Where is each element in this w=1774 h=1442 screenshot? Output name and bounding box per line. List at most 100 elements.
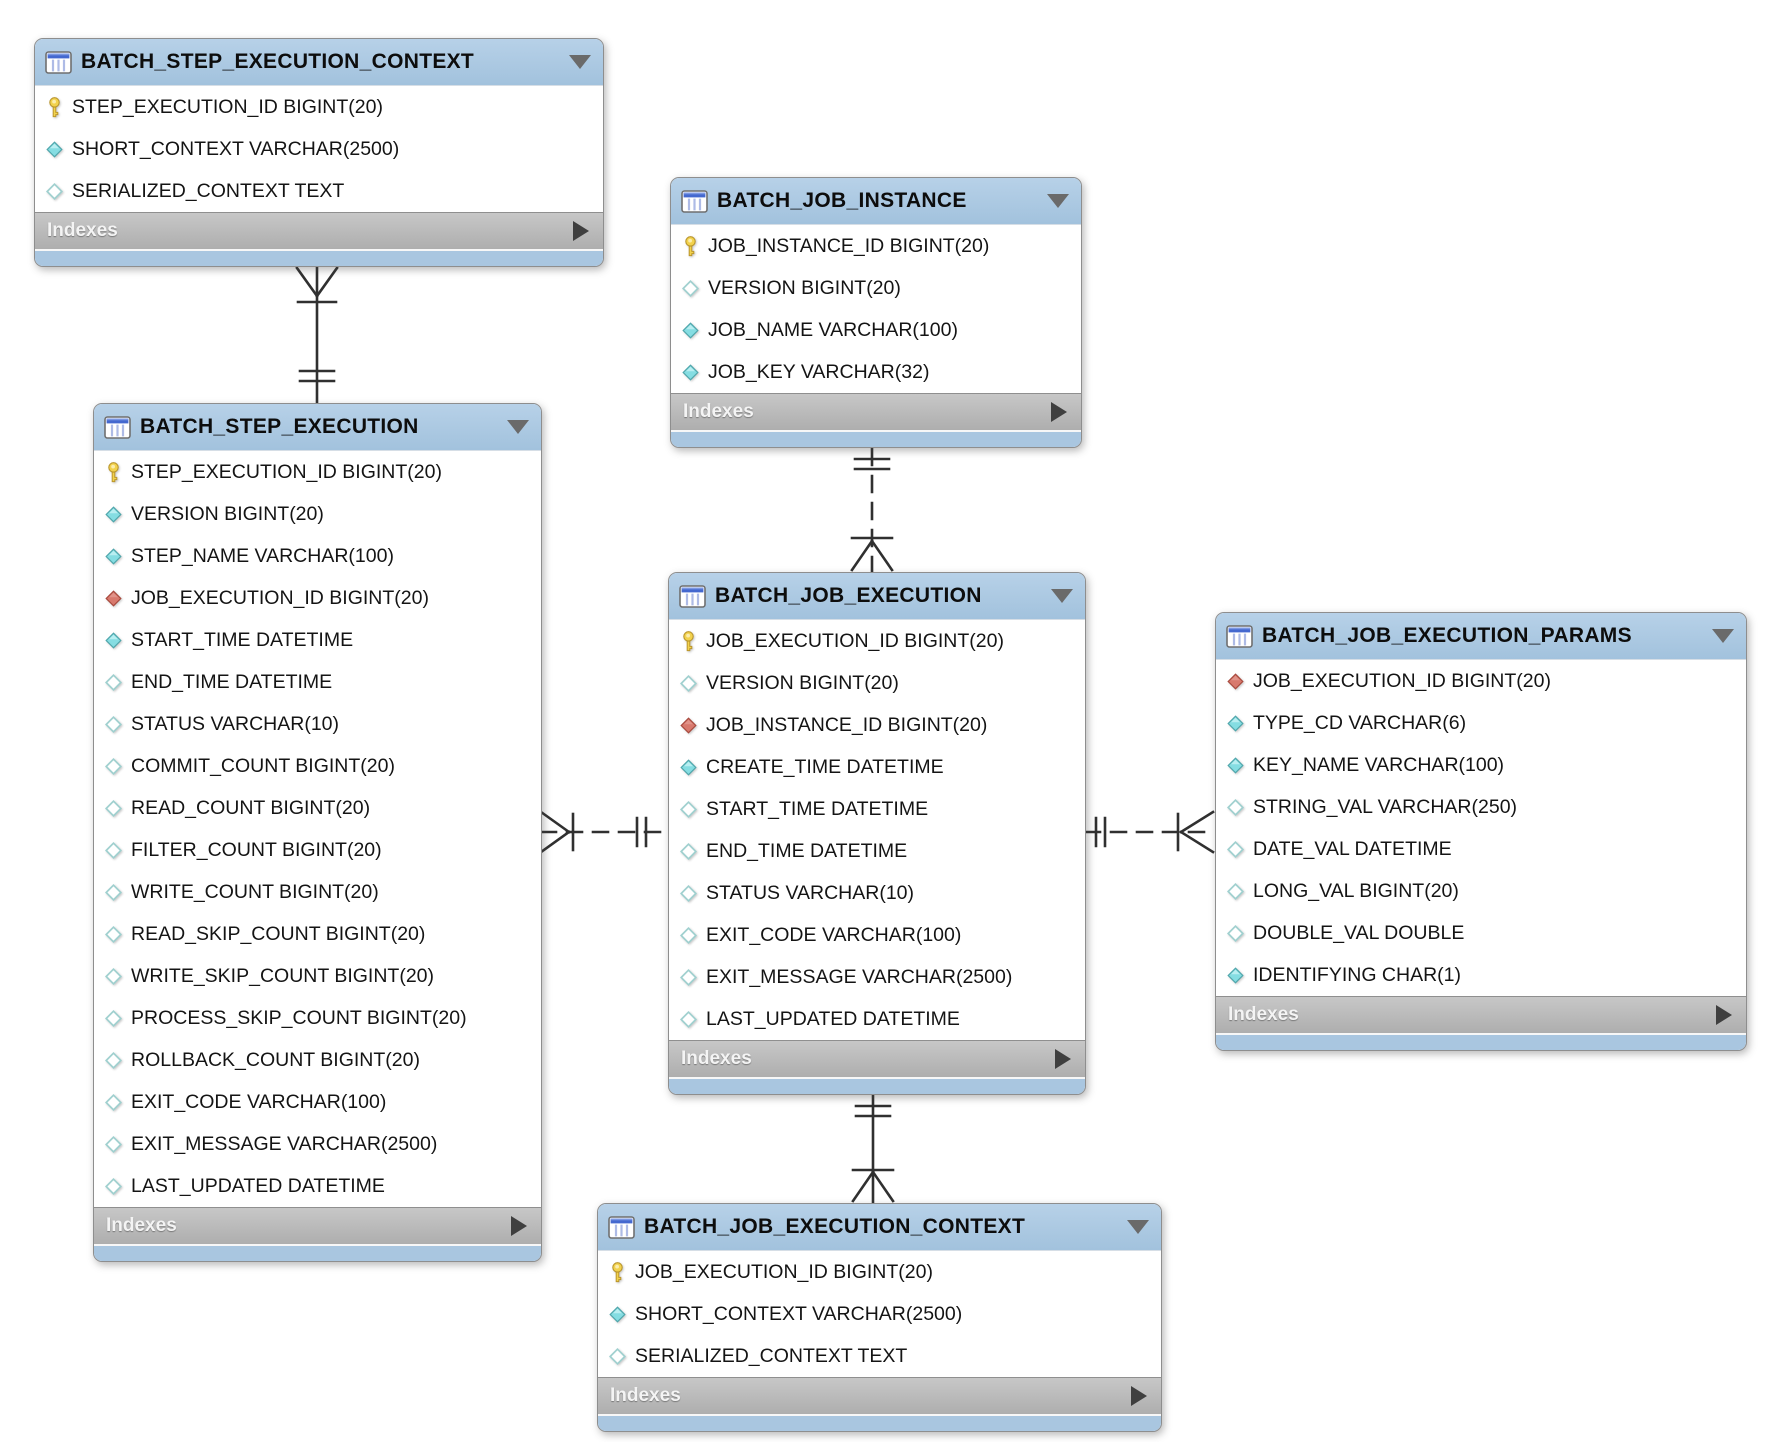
table-header[interactable]: BATCH_STEP_EXECUTION bbox=[94, 404, 541, 451]
column-row[interactable]: DOUBLE_VAL DOUBLE bbox=[1216, 912, 1746, 954]
column-nullable-icon bbox=[678, 674, 698, 692]
column-row[interactable]: JOB_EXECUTION_ID BIGINT(20) bbox=[598, 1251, 1161, 1293]
table-batch-job-instance[interactable]: BATCH_JOB_INSTANCE JOB_INSTANCE_ID BIGINT… bbox=[670, 177, 1082, 448]
column-row[interactable]: FILTER_COUNT BIGINT(20) bbox=[94, 829, 541, 871]
column-row[interactable]: ROLLBACK_COUNT BIGINT(20) bbox=[94, 1039, 541, 1081]
column-row[interactable]: EXIT_CODE VARCHAR(100) bbox=[94, 1081, 541, 1123]
column-label: WRITE_SKIP_COUNT BIGINT(20) bbox=[131, 964, 435, 987]
column-row[interactable]: END_TIME DATETIME bbox=[669, 830, 1085, 872]
collapse-arrow-icon[interactable] bbox=[1127, 1220, 1149, 1234]
expand-indexes-icon[interactable] bbox=[1051, 402, 1067, 422]
expand-indexes-icon[interactable] bbox=[573, 221, 589, 241]
column-row[interactable]: VERSION BIGINT(20) bbox=[94, 493, 541, 535]
column-nullable-icon bbox=[678, 1010, 698, 1028]
collapse-arrow-icon[interactable] bbox=[569, 55, 591, 69]
table-header[interactable]: BATCH_JOB_EXECUTION_PARAMS bbox=[1216, 613, 1746, 660]
column-row[interactable]: STEP_EXECUTION_ID BIGINT(20) bbox=[35, 86, 603, 128]
column-row[interactable]: EXIT_CODE VARCHAR(100) bbox=[669, 914, 1085, 956]
column-row[interactable]: IDENTIFYING CHAR(1) bbox=[1216, 954, 1746, 996]
table-batch-step-execution-context[interactable]: BATCH_STEP_EXECUTION_CONTEXT STEP_EXECUTI… bbox=[34, 38, 604, 267]
table-batch-job-execution-context[interactable]: BATCH_JOB_EXECUTION_CONTEXT JOB_EXECUTION… bbox=[597, 1203, 1162, 1432]
relationship-step-context-to-step-execution[interactable] bbox=[295, 266, 339, 405]
table-batch-job-execution[interactable]: BATCH_JOB_EXECUTION JOB_EXECUTION_ID BIGI… bbox=[668, 572, 1086, 1095]
column-row[interactable]: PROCESS_SKIP_COUNT BIGINT(20) bbox=[94, 997, 541, 1039]
relationship-job-instance-to-job-execution[interactable] bbox=[850, 447, 894, 573]
column-row[interactable]: END_TIME DATETIME bbox=[94, 661, 541, 703]
column-notnull-icon bbox=[1225, 756, 1245, 774]
column-row[interactable]: START_TIME DATETIME bbox=[94, 619, 541, 661]
column-row[interactable]: SHORT_CONTEXT VARCHAR(2500) bbox=[35, 128, 603, 170]
column-row[interactable]: TYPE_CD VARCHAR(6) bbox=[1216, 702, 1746, 744]
indexes-section[interactable]: Indexes bbox=[598, 1377, 1161, 1414]
column-row[interactable]: SERIALIZED_CONTEXT TEXT bbox=[35, 170, 603, 212]
collapse-arrow-icon[interactable] bbox=[1047, 194, 1069, 208]
column-row[interactable]: COMMIT_COUNT BIGINT(20) bbox=[94, 745, 541, 787]
column-row[interactable]: STATUS VARCHAR(10) bbox=[94, 703, 541, 745]
table-footer bbox=[35, 249, 603, 266]
expand-indexes-icon[interactable] bbox=[1716, 1005, 1732, 1025]
column-label: EXIT_MESSAGE VARCHAR(2500) bbox=[706, 965, 1013, 988]
column-row[interactable]: EXIT_MESSAGE VARCHAR(2500) bbox=[94, 1123, 541, 1165]
column-row[interactable]: WRITE_SKIP_COUNT BIGINT(20) bbox=[94, 955, 541, 997]
expand-indexes-icon[interactable] bbox=[1055, 1049, 1071, 1069]
column-row[interactable]: EXIT_MESSAGE VARCHAR(2500) bbox=[669, 956, 1085, 998]
column-row[interactable]: LAST_UPDATED DATETIME bbox=[94, 1165, 541, 1207]
column-row[interactable]: JOB_EXECUTION_ID BIGINT(20) bbox=[669, 620, 1085, 662]
column-label: CREATE_TIME DATETIME bbox=[706, 755, 944, 778]
column-row[interactable]: SERIALIZED_CONTEXT TEXT bbox=[598, 1335, 1161, 1377]
column-nullable-icon bbox=[680, 279, 700, 297]
column-row[interactable]: WRITE_COUNT BIGINT(20) bbox=[94, 871, 541, 913]
column-row[interactable]: CREATE_TIME DATETIME bbox=[669, 746, 1085, 788]
table-header[interactable]: BATCH_JOB_EXECUTION_CONTEXT bbox=[598, 1204, 1161, 1251]
column-row[interactable]: JOB_EXECUTION_ID BIGINT(20) bbox=[1216, 660, 1746, 702]
indexes-section[interactable]: Indexes bbox=[671, 393, 1081, 430]
column-row[interactable]: VERSION BIGINT(20) bbox=[671, 267, 1081, 309]
column-label: LAST_UPDATED DATETIME bbox=[131, 1174, 385, 1197]
column-row[interactable]: STEP_EXECUTION_ID BIGINT(20) bbox=[94, 451, 541, 493]
column-label: PROCESS_SKIP_COUNT BIGINT(20) bbox=[131, 1006, 467, 1029]
column-label: SHORT_CONTEXT VARCHAR(2500) bbox=[72, 137, 400, 160]
table-header[interactable]: BATCH_JOB_INSTANCE bbox=[671, 178, 1081, 225]
column-row[interactable]: VERSION BIGINT(20) bbox=[669, 662, 1085, 704]
indexes-section[interactable]: Indexes bbox=[1216, 996, 1746, 1033]
table-title: BATCH_JOB_INSTANCE bbox=[717, 189, 967, 212]
relationship-step-execution-to-job-execution[interactable] bbox=[539, 810, 669, 854]
column-row[interactable]: LAST_UPDATED DATETIME bbox=[669, 998, 1085, 1040]
table-title: BATCH_JOB_EXECUTION bbox=[715, 584, 982, 607]
relationship-job-execution-to-params[interactable] bbox=[1083, 810, 1216, 854]
column-row[interactable]: JOB_EXECUTION_ID BIGINT(20) bbox=[94, 577, 541, 619]
column-row[interactable]: LONG_VAL BIGINT(20) bbox=[1216, 870, 1746, 912]
column-nullable-icon bbox=[103, 1093, 123, 1111]
collapse-arrow-icon[interactable] bbox=[1712, 629, 1734, 643]
expand-indexes-icon[interactable] bbox=[511, 1216, 527, 1236]
table-title: BATCH_STEP_EXECUTION_CONTEXT bbox=[81, 50, 475, 73]
column-row[interactable]: READ_COUNT BIGINT(20) bbox=[94, 787, 541, 829]
column-notnull-icon bbox=[103, 547, 123, 565]
column-nullable-icon bbox=[103, 799, 123, 817]
indexes-section[interactable]: Indexes bbox=[669, 1040, 1085, 1077]
column-row[interactable]: STEP_NAME VARCHAR(100) bbox=[94, 535, 541, 577]
table-title: BATCH_JOB_EXECUTION_CONTEXT bbox=[644, 1215, 1026, 1238]
indexes-section[interactable]: Indexes bbox=[35, 212, 603, 249]
column-row[interactable]: JOB_INSTANCE_ID BIGINT(20) bbox=[669, 704, 1085, 746]
collapse-arrow-icon[interactable] bbox=[507, 420, 529, 434]
column-row[interactable]: JOB_NAME VARCHAR(100) bbox=[671, 309, 1081, 351]
collapse-arrow-icon[interactable] bbox=[1051, 589, 1073, 603]
table-header[interactable]: BATCH_JOB_EXECUTION bbox=[669, 573, 1085, 620]
expand-indexes-icon[interactable] bbox=[1131, 1386, 1147, 1406]
column-row[interactable]: STATUS VARCHAR(10) bbox=[669, 872, 1085, 914]
column-row[interactable]: DATE_VAL DATETIME bbox=[1216, 828, 1746, 870]
column-row[interactable]: STRING_VAL VARCHAR(250) bbox=[1216, 786, 1746, 828]
column-label: START_TIME DATETIME bbox=[706, 797, 929, 820]
column-row[interactable]: READ_SKIP_COUNT BIGINT(20) bbox=[94, 913, 541, 955]
table-header[interactable]: BATCH_STEP_EXECUTION_CONTEXT bbox=[35, 39, 603, 86]
column-row[interactable]: KEY_NAME VARCHAR(100) bbox=[1216, 744, 1746, 786]
column-row[interactable]: SHORT_CONTEXT VARCHAR(2500) bbox=[598, 1293, 1161, 1335]
column-row[interactable]: JOB_KEY VARCHAR(32) bbox=[671, 351, 1081, 393]
column-row[interactable]: JOB_INSTANCE_ID BIGINT(20) bbox=[671, 225, 1081, 267]
column-row[interactable]: START_TIME DATETIME bbox=[669, 788, 1085, 830]
indexes-section[interactable]: Indexes bbox=[94, 1207, 541, 1244]
relationship-job-execution-to-job-context[interactable] bbox=[851, 1093, 895, 1205]
